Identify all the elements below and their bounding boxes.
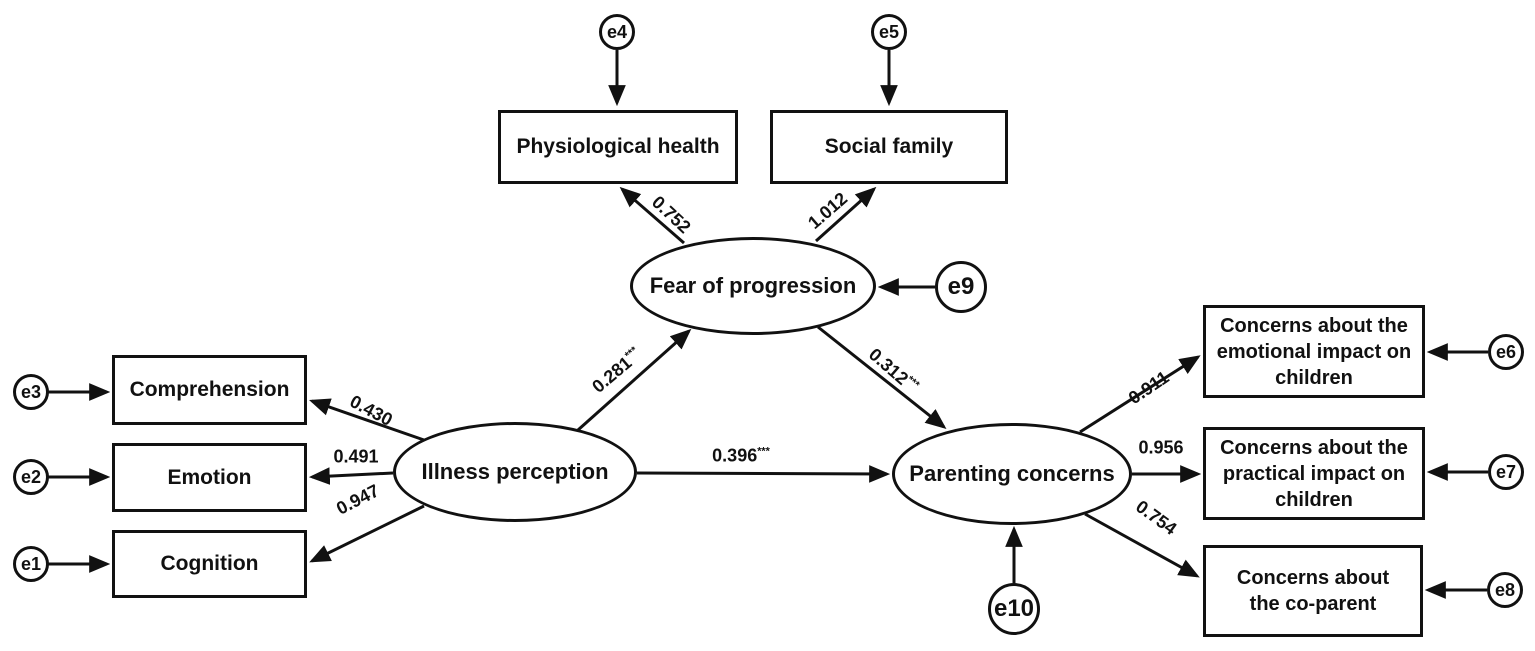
error-e9-label: e9 <box>947 273 975 300</box>
arrow-illness-to-parenting <box>636 465 891 483</box>
coef-illness-parenting-value: 0.396 <box>712 445 758 466</box>
error-e4: e4 <box>599 14 635 50</box>
error-e9: e9 <box>935 261 987 313</box>
coef-illness-parenting: 0.396*** <box>712 446 770 467</box>
arrow-fear-to-physiological <box>619 186 685 245</box>
node-co-parent: Concerns about the co-parent <box>1203 545 1423 637</box>
arrow-illness-to-emotion <box>308 467 394 485</box>
node-social-family-label: Social family <box>824 135 954 158</box>
error-e5: e5 <box>871 14 907 50</box>
error-e10: e10 <box>988 583 1040 635</box>
latent-fear-of-progression: Fear of progression <box>630 237 876 335</box>
node-emotion: Emotion <box>112 443 307 512</box>
node-comprehension-label: Comprehension <box>129 378 290 401</box>
coef-parenting-practical-value: 0.956 <box>1138 437 1184 458</box>
node-emotional-impact-label: Concerns about the emotional impact on c… <box>1216 314 1412 389</box>
error-e1: e1 <box>13 546 49 582</box>
node-social-family: Social family <box>770 110 1008 184</box>
node-practical-impact: Concerns about the practical impact on c… <box>1203 427 1425 520</box>
error-e5-label: e5 <box>878 21 900 42</box>
coef-illness-emotion-value: 0.491 <box>333 446 379 467</box>
error-e2-label: e2 <box>20 466 42 487</box>
arrow-fear-to-parenting <box>817 325 947 429</box>
latent-fear-of-progression-label: Fear of progression <box>649 273 857 298</box>
latent-parenting-concerns: Parenting concerns <box>892 423 1132 525</box>
error-e3: e3 <box>13 374 49 410</box>
node-practical-impact-label: Concerns about the practical impact on c… <box>1220 436 1408 511</box>
arrow-fear-to-social <box>814 186 877 243</box>
arrow-illness-to-comprehension <box>309 398 425 442</box>
coef-illness-parenting-stars: *** <box>757 445 770 458</box>
arrow-illness-to-cognition <box>309 504 425 563</box>
error-e3-label: e3 <box>20 381 42 402</box>
error-e1-label: e1 <box>20 553 42 574</box>
error-e4-label: e4 <box>606 21 628 42</box>
node-emotion-label: Emotion <box>167 465 252 489</box>
coef-parenting-practical: 0.956 <box>1138 438 1183 459</box>
arrow-parenting-to-emotional-impact <box>1079 355 1201 434</box>
error-e10-label: e10 <box>993 595 1035 622</box>
latent-parenting-concerns-label: Parenting concerns <box>909 461 1115 486</box>
latent-illness-perception-label: Illness perception <box>421 459 609 484</box>
node-emotional-impact: Concerns about the emotional impact on c… <box>1203 305 1425 398</box>
error-e6-label: e6 <box>1495 341 1517 362</box>
error-e8-label: e8 <box>1494 579 1516 600</box>
node-physiological-health-label: Physiological health <box>516 135 720 158</box>
latent-illness-perception: Illness perception <box>393 422 637 522</box>
error-e7: e7 <box>1488 454 1524 490</box>
node-physiological-health: Physiological health <box>498 110 738 184</box>
node-cognition-label: Cognition <box>160 552 259 575</box>
error-e7-label: e7 <box>1495 461 1517 482</box>
error-e8: e8 <box>1487 572 1523 608</box>
node-co-parent-label: Concerns about the co-parent <box>1236 567 1390 615</box>
arrow-parenting-to-co-parent <box>1084 512 1200 578</box>
error-e6: e6 <box>1488 334 1524 370</box>
node-comprehension: Comprehension <box>112 355 307 425</box>
coef-illness-emotion: 0.491 <box>333 447 378 468</box>
node-cognition: Cognition <box>112 530 307 598</box>
error-e2: e2 <box>13 459 49 495</box>
arrow-illness-to-fear <box>577 328 692 432</box>
